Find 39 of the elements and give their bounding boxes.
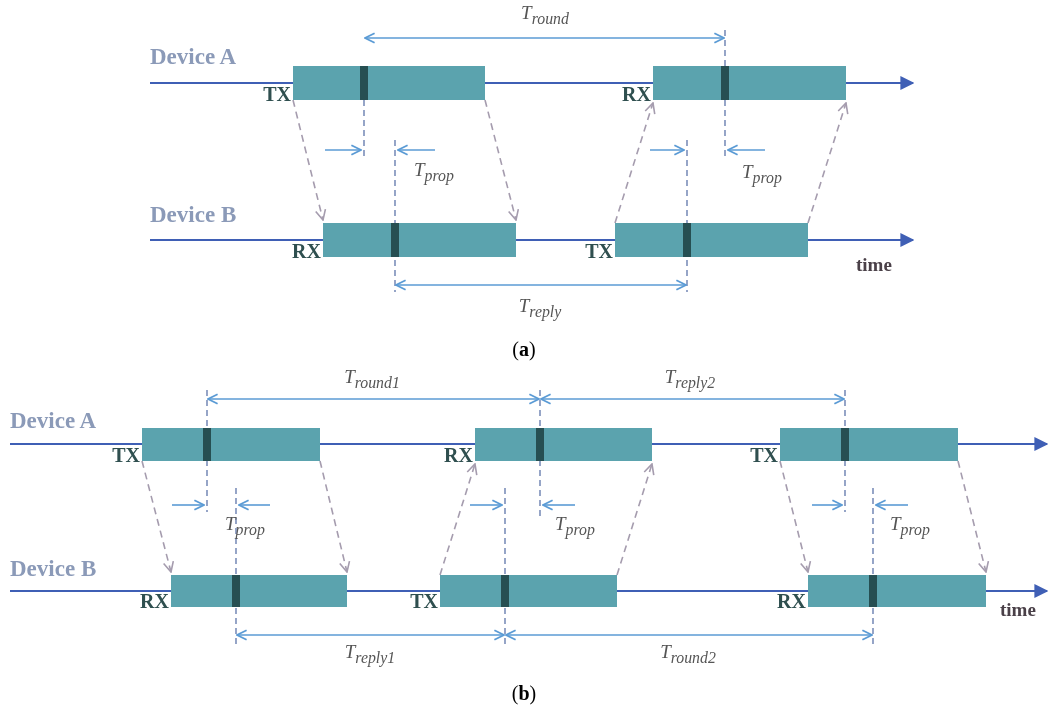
device-label: Device A — [150, 44, 237, 70]
interval-label: T$_{prop}$ — [555, 514, 595, 539]
arrow — [141, 460, 175, 573]
arrow — [292, 99, 327, 221]
arrow — [957, 460, 990, 573]
arrow — [779, 460, 812, 573]
axis-label: time — [856, 255, 892, 276]
arrow — [319, 460, 351, 573]
device-label: Device B — [150, 202, 237, 228]
interval-label: T$_{prop}$ — [225, 514, 265, 539]
signal-label: TX — [585, 241, 613, 261]
interval-label: T$_{prop}$ — [890, 514, 930, 539]
arrow — [614, 102, 656, 224]
interval-label: T$_{round}$ — [521, 3, 569, 28]
interval-label: T$_{prop}$ — [742, 162, 782, 187]
signal-label: RX — [444, 445, 473, 465]
panel-caption: (b) — [511, 682, 537, 704]
interval-label: T$_{reply}$ — [518, 296, 562, 321]
arrow — [439, 463, 478, 576]
signal-label: RX — [777, 591, 806, 611]
arrow — [484, 99, 520, 221]
axis-label: time — [1000, 600, 1036, 621]
signal-label: RX — [292, 241, 321, 261]
interval-label: T$_{reply1}$ — [344, 642, 396, 667]
signal-label: TX — [112, 445, 140, 465]
signal-label: TX — [750, 445, 778, 465]
interval-label: T$_{reply2}$ — [664, 367, 716, 392]
interval-label: T$_{round2}$ — [660, 642, 716, 667]
interval-label: T$_{prop}$ — [414, 160, 454, 185]
panel-caption: (a) — [512, 338, 536, 360]
arrow — [616, 463, 655, 576]
signal-label: TX — [263, 84, 291, 104]
arrow — [807, 102, 849, 224]
device-label: Device A — [10, 408, 97, 434]
signal-label: RX — [622, 84, 651, 104]
signal-label: TX — [410, 591, 438, 611]
signal-label: RX — [140, 591, 169, 611]
device-label: Device B — [10, 556, 97, 582]
interval-label: T$_{round1}$ — [344, 367, 400, 392]
